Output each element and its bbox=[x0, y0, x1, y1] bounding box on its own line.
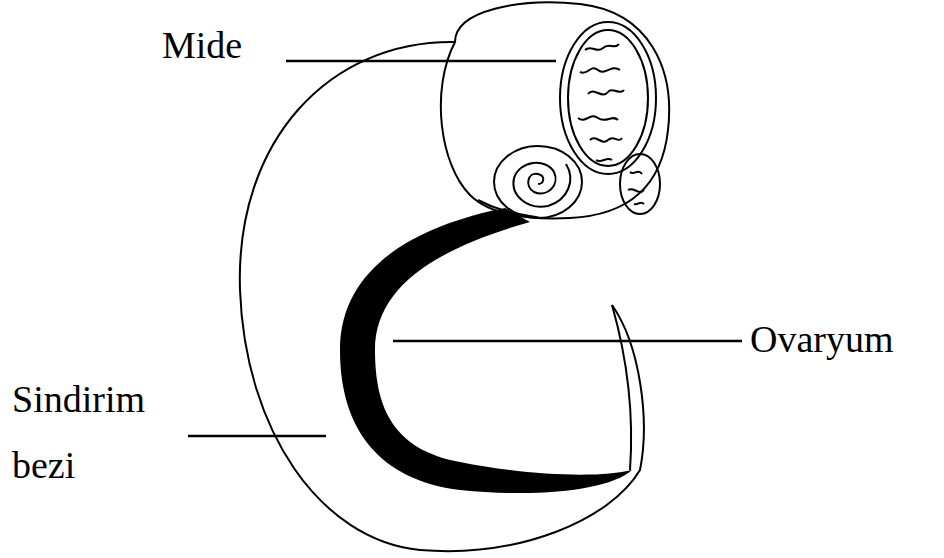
stomach bbox=[560, 22, 656, 174]
lobe bbox=[620, 154, 660, 214]
spiral bbox=[513, 163, 570, 207]
lobe-texture bbox=[628, 172, 644, 205]
ovary bbox=[340, 208, 632, 493]
spiral-outline bbox=[494, 146, 582, 218]
stomach-texture bbox=[578, 44, 624, 161]
stomach-inner bbox=[568, 30, 648, 166]
part-label: Mide bbox=[162, 12, 362, 78]
leader-line bbox=[393, 340, 742, 343]
stomach-chamber bbox=[441, 3, 669, 219]
part-label: Ovaryum bbox=[750, 306, 940, 372]
leader-line bbox=[286, 60, 556, 63]
leader-line bbox=[188, 435, 326, 438]
part-label: Sindirim bezi bbox=[12, 366, 182, 498]
gland-tail bbox=[612, 305, 631, 470]
